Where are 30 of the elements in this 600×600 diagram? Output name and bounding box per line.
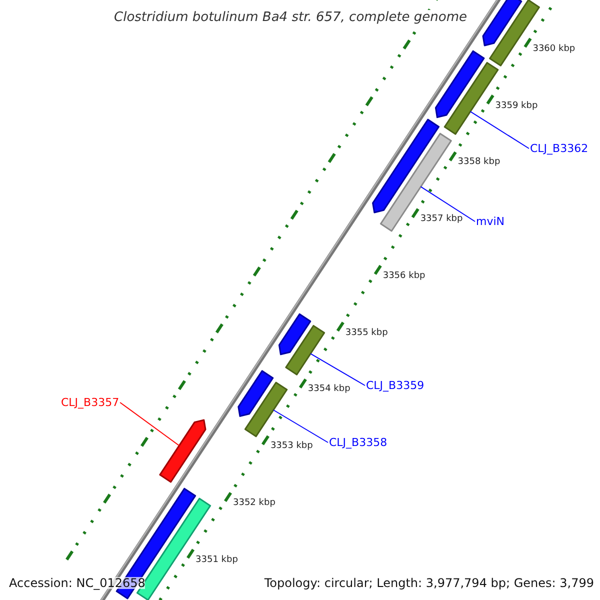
gene-bar bbox=[238, 370, 274, 417]
scale-label: 3357 kbp bbox=[420, 215, 463, 224]
leader-line bbox=[310, 353, 366, 386]
title: Clostridium botulinum Ba4 str. 657, complete genome bbox=[112, 10, 470, 25]
gene-label: CLJ_B3358 bbox=[329, 437, 388, 448]
gene-label: CLJ_B3362 bbox=[530, 143, 588, 154]
gene-bar bbox=[482, 0, 522, 46]
scale-label: 3360 kbp bbox=[532, 44, 576, 54]
scale-label: 3355 kbp bbox=[345, 328, 388, 338]
leader-line bbox=[420, 186, 476, 222]
scale-label: 3352 kbp bbox=[233, 499, 276, 508]
leader-line bbox=[470, 111, 530, 149]
footer-text: Topology: circular; Length: 3,977,794 bp; Genes: 3,799 bbox=[264, 577, 594, 589]
gene-label: CLJ_B3359 bbox=[366, 380, 424, 391]
gene-label: mviN bbox=[476, 216, 505, 227]
footer-text: Accession: NC_012658 bbox=[9, 577, 146, 589]
scale-label: 3354 kbp bbox=[308, 385, 350, 394]
gene-bar bbox=[285, 324, 326, 376]
gene-label: CLJ_B3357 bbox=[61, 397, 120, 408]
scale-label: 3356 kbp bbox=[382, 272, 426, 281]
gene-bar bbox=[434, 50, 485, 118]
gene-bar bbox=[244, 382, 288, 438]
scale-label: 3351 kbp bbox=[196, 556, 238, 565]
scale-label: 3353 kbp bbox=[270, 442, 313, 452]
gene-bar bbox=[159, 419, 206, 483]
scale-label: 3358 kbp bbox=[458, 158, 500, 168]
scale-label: 3359 kbp bbox=[495, 102, 538, 111]
gene-bar bbox=[278, 313, 312, 356]
gene-bar bbox=[372, 118, 440, 214]
leader-line bbox=[120, 402, 180, 446]
